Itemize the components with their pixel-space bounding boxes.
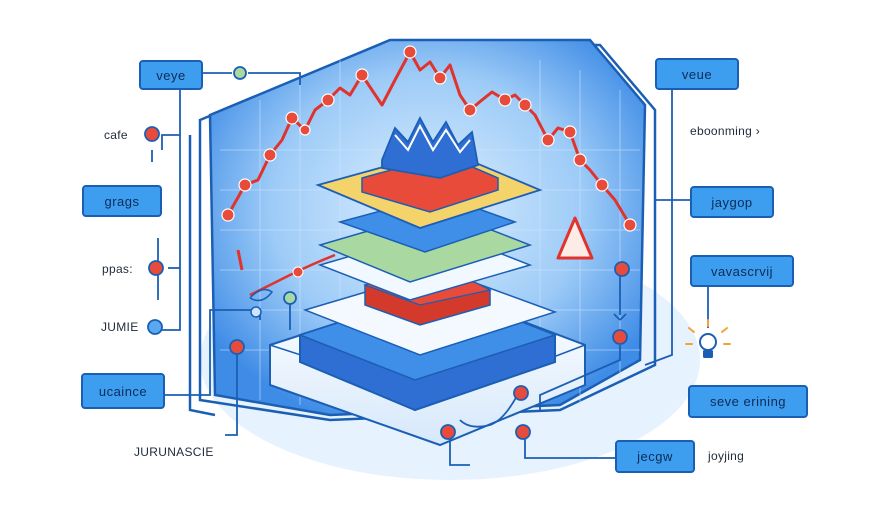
trend-line bbox=[221, 45, 637, 302]
label-joyjing: joyjing bbox=[708, 449, 745, 463]
layer-stack bbox=[297, 116, 558, 412]
label-jumie: JUMIE bbox=[101, 320, 139, 334]
label-cafe: cafe bbox=[104, 128, 128, 142]
label-jurunascie: JURUNASCIE bbox=[134, 445, 214, 459]
label-box-jaygop: jaygop bbox=[690, 186, 774, 218]
label-eboonming: eboonming › bbox=[690, 124, 761, 138]
warning-triangle-icon bbox=[556, 216, 594, 260]
label-ppas: ppas: bbox=[102, 262, 133, 276]
label-box-veue: veue bbox=[655, 58, 739, 90]
label-box-ucaince: ucaince bbox=[81, 373, 165, 409]
label-box-vavascrvij: vavascrvij bbox=[690, 255, 794, 287]
label-box-jecgw: jecgw bbox=[615, 440, 695, 473]
label-box-veye: veye bbox=[139, 60, 203, 90]
left-connector-dots bbox=[144, 66, 297, 355]
label-box-seve-erining: seve erining bbox=[688, 385, 808, 418]
lightbulb-icon bbox=[685, 319, 731, 358]
right-connector-dots bbox=[440, 261, 630, 440]
label-box-grags: grags bbox=[82, 185, 162, 217]
